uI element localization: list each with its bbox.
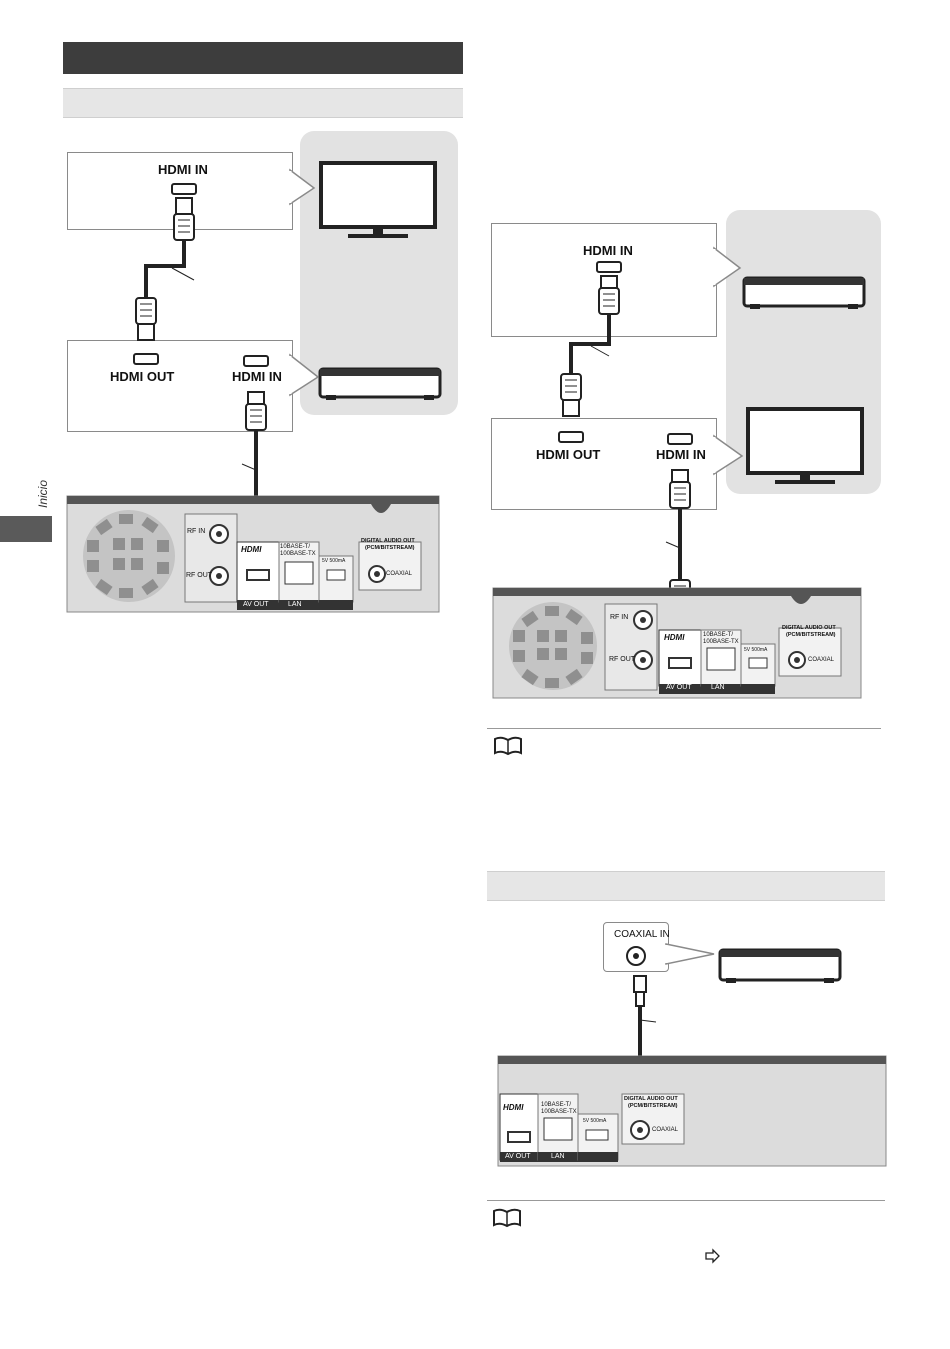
usb-power-label: 5V 500mA [744, 647, 768, 653]
tv-hdmi-in-label: HDMI IN [158, 162, 208, 177]
lan-spec-label: 100BASE-TX [280, 551, 316, 557]
usb-power-label: 5V 500mA [583, 1118, 607, 1124]
av-out-label: AV OUT [666, 684, 692, 691]
callout-pointer [664, 943, 715, 965]
player-hdmi-out-label: HDMI OUT [110, 369, 175, 384]
lan-spec-label: 10BASE-T/ [280, 544, 311, 550]
rf-in-label: RF IN [187, 528, 206, 535]
digital-audio-label: (PCM/BITSTREAM) [628, 1103, 678, 1109]
receiver-hdmi-in-label: HDMI IN [583, 243, 633, 258]
lan-label: LAN [288, 601, 302, 608]
callout-pointer [288, 168, 316, 206]
receiver-icon [718, 948, 842, 983]
side-tab-marker [0, 516, 52, 542]
receiver-icon [742, 276, 866, 309]
callout-pointer [712, 246, 742, 288]
book-icon [493, 1208, 521, 1228]
receiver-hdmi-in-label: HDMI IN [232, 369, 282, 384]
receiver-icon [318, 367, 442, 400]
rf-in-label: RF IN [610, 614, 629, 621]
hdmi-cable [133, 183, 197, 365]
lan-label: LAN [551, 1153, 565, 1160]
rear-panel [66, 495, 440, 613]
hdmi-logo: HDMI [664, 633, 685, 642]
rear-panel [497, 1055, 887, 1167]
usb-power-label: 5V 500mA [322, 558, 346, 564]
tv-icon [746, 407, 864, 484]
lan-label: LAN [711, 684, 725, 691]
subsection-header-bar [63, 88, 463, 118]
hdmi-logo: HDMI [241, 545, 262, 554]
rf-out-label: RF OUT [609, 656, 636, 663]
tv-hdmi-in-label: HDMI IN [656, 447, 706, 462]
coaxial-jack-icon [626, 946, 646, 966]
digital-audio-label: DIGITAL AUDIO OUT [624, 1096, 678, 1102]
lan-spec-label: 10BASE-T/ [541, 1102, 572, 1108]
digital-audio-label: (PCM/BITSTREAM) [786, 632, 836, 638]
av-out-label: AV OUT [505, 1153, 531, 1160]
coaxial-label: COAXIAL [652, 1127, 679, 1133]
side-tab-label: Inicio [36, 479, 50, 508]
av-out-label: AV OUT [243, 601, 269, 608]
subsection-header-bar [487, 871, 885, 901]
callout-pointer [288, 353, 320, 397]
rf-out-label: RF OUT [186, 572, 213, 579]
rear-panel [492, 587, 862, 699]
hdmi-cable [558, 261, 622, 443]
player-hdmi-out-label: HDMI OUT [536, 447, 601, 462]
hdmi-logo: HDMI [503, 1103, 524, 1112]
digital-audio-label: DIGITAL AUDIO OUT [782, 625, 836, 631]
note-divider [487, 728, 881, 729]
coaxial-in-label: COAXIAL IN [614, 929, 670, 940]
digital-audio-label: DIGITAL AUDIO OUT [361, 538, 415, 544]
book-icon [494, 736, 522, 756]
callout-pointer [712, 434, 744, 476]
lan-spec-label: 100BASE-TX [541, 1109, 577, 1115]
lan-spec-label: 100BASE-TX [703, 639, 739, 645]
tv-icon [319, 161, 437, 238]
coaxial-label: COAXIAL [808, 657, 835, 663]
section-header-bar [63, 42, 463, 74]
coaxial-label: COAXIAL [386, 571, 413, 577]
lan-spec-label: 10BASE-T/ [703, 632, 734, 638]
note-divider [487, 1200, 885, 1201]
digital-audio-label: (PCM/BITSTREAM) [365, 545, 415, 551]
arrow-right-icon [705, 1248, 720, 1264]
